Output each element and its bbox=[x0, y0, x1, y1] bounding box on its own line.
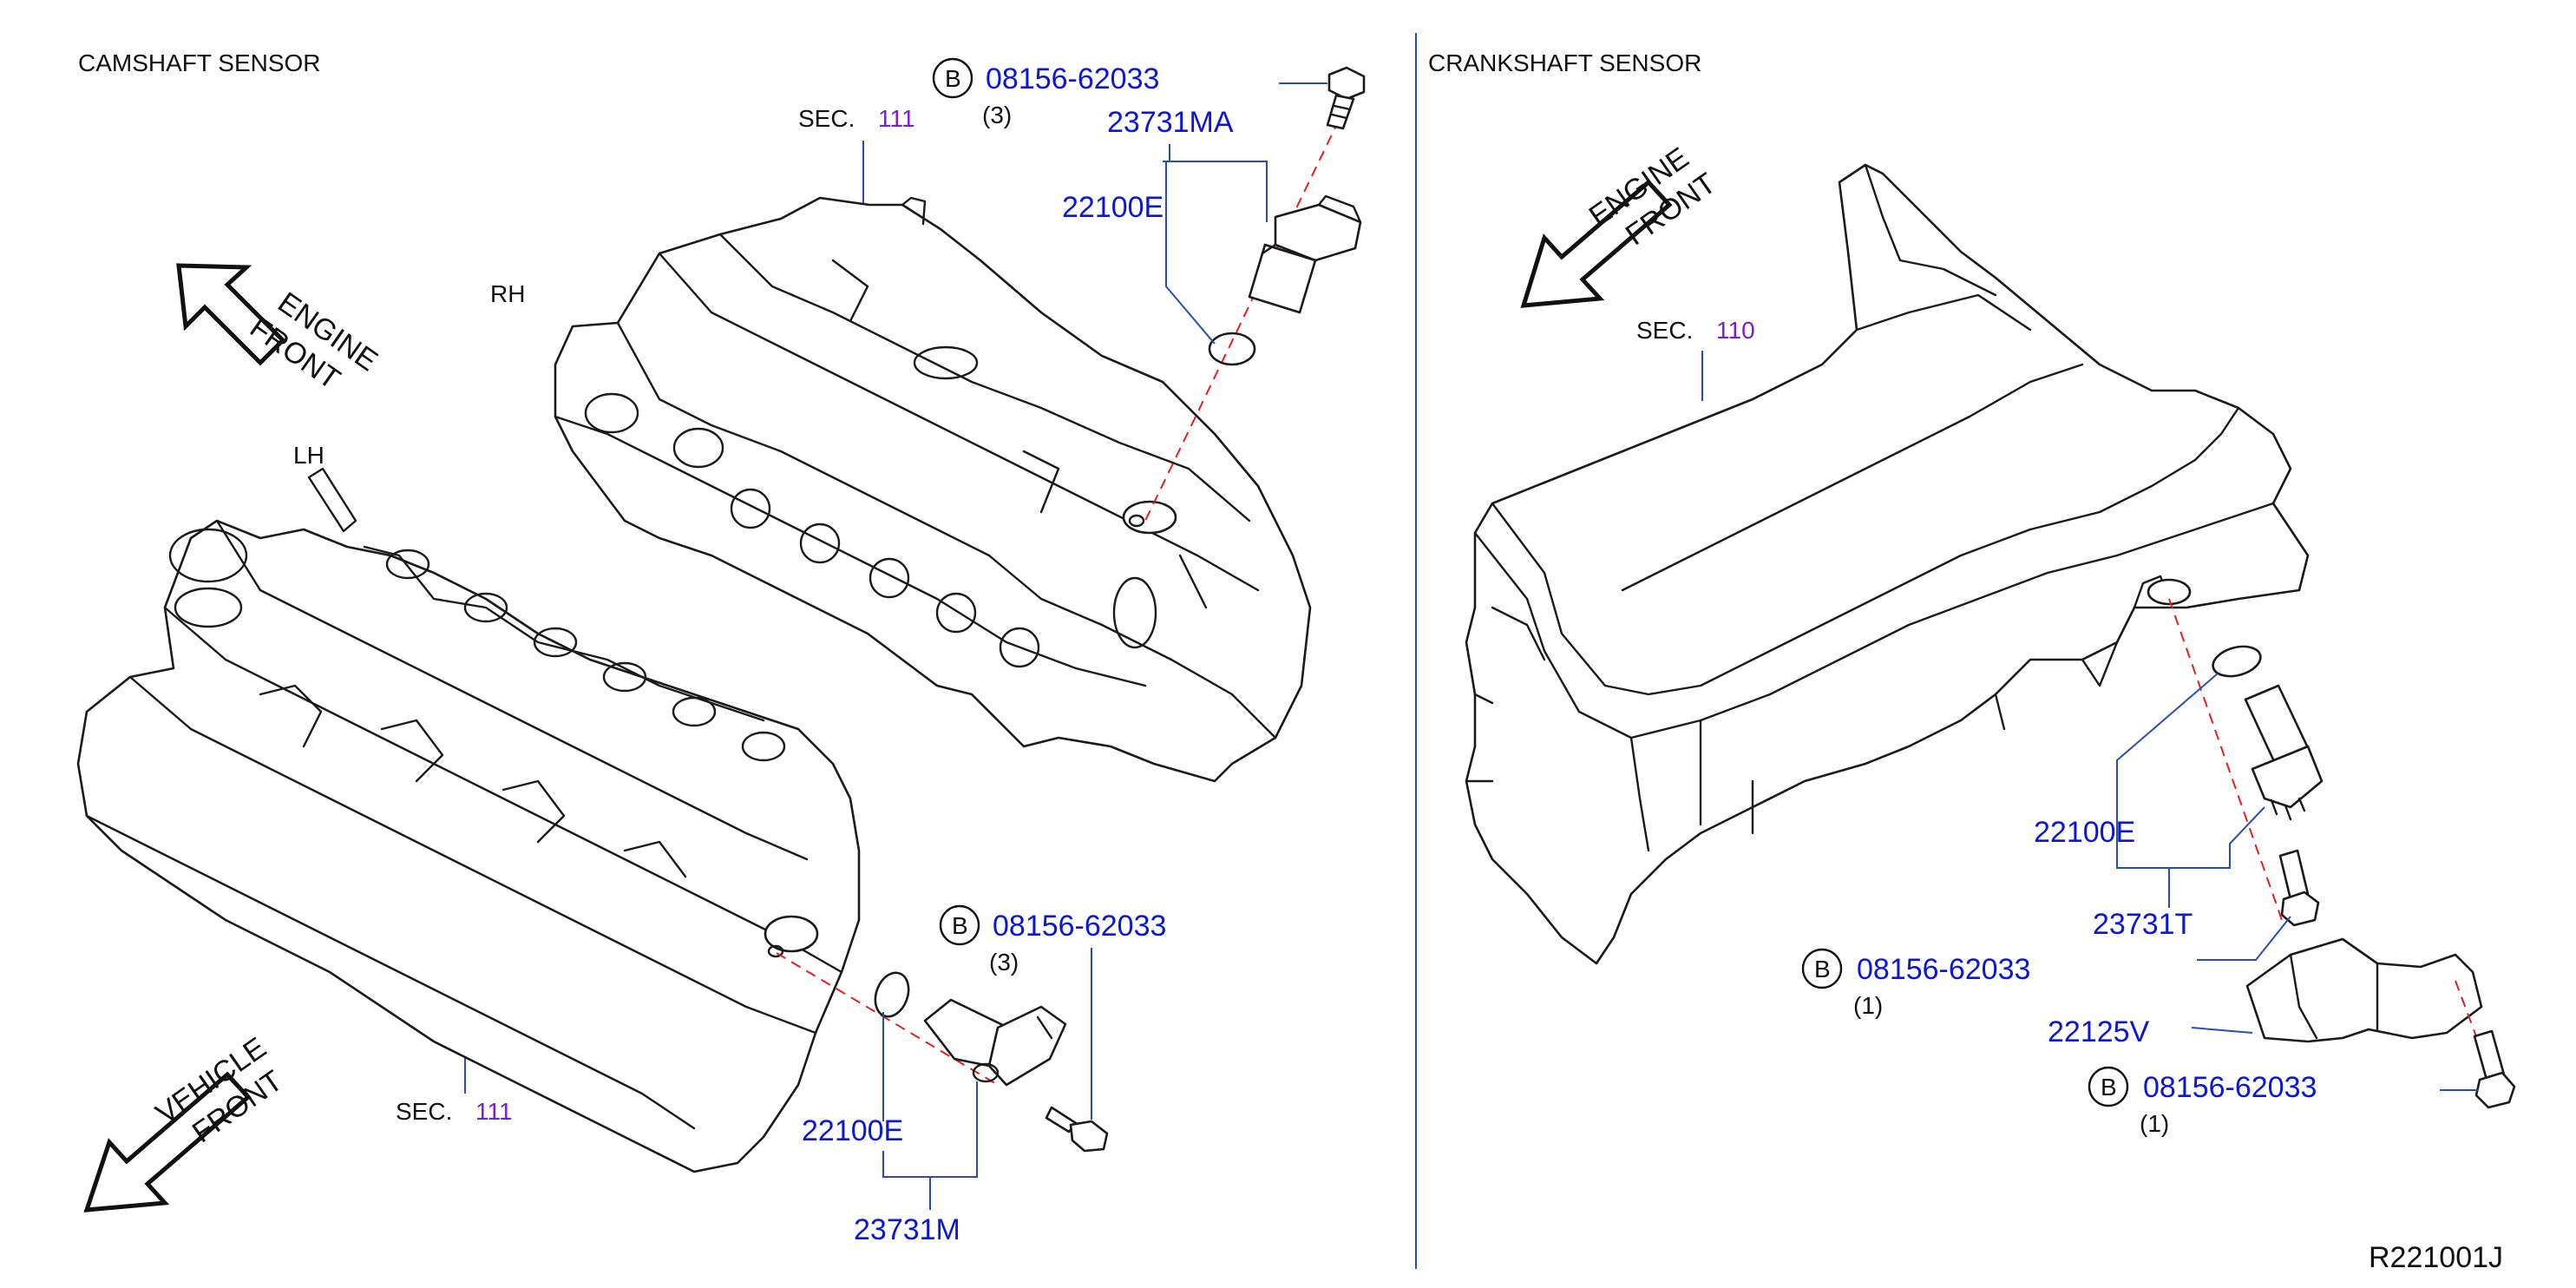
lh-cylinder-head bbox=[76, 467, 861, 1173]
crank-bolt2-callout: B 08156-62033 (1) bbox=[2088, 1066, 2478, 1137]
rh-sensor-assy-callout: 23731MA bbox=[1107, 106, 1268, 222]
rh-centerline bbox=[1144, 103, 1347, 522]
crank-sensor-part-number: 23731T bbox=[2093, 908, 2193, 941]
svg-text:B: B bbox=[952, 912, 968, 939]
lh-bolt-callout: B 08156-62033 (3) bbox=[939, 904, 1166, 1120]
svg-text:111: 111 bbox=[475, 1098, 513, 1125]
crank-sensor-boss bbox=[2147, 578, 2192, 606]
rh-sensor-part-number: 23731MA bbox=[1107, 106, 1234, 139]
crankshaft-title: CRANKSHAFT SENSOR bbox=[1428, 49, 1701, 76]
svg-text:111: 111 bbox=[878, 105, 915, 132]
oil-pan bbox=[1465, 163, 2310, 965]
bracket-bolt bbox=[2473, 1029, 2516, 1109]
rh-oring bbox=[1208, 332, 1256, 366]
crank-bolt2-part-number: 08156-62033 bbox=[2143, 1071, 2317, 1104]
lh-camshaft-sensor bbox=[923, 998, 1067, 1087]
rh-cylinder-head bbox=[554, 196, 1312, 783]
svg-text:SEC.: SEC. bbox=[396, 1098, 452, 1125]
crank-oring bbox=[2212, 645, 2262, 678]
svg-text:B: B bbox=[2101, 1074, 2117, 1101]
sec-111-bottom-label: SEC. 111 bbox=[396, 1035, 513, 1125]
svg-text:SEC.: SEC. bbox=[1636, 317, 1693, 344]
lh-sensor-assy-callout: 23731M bbox=[854, 1081, 978, 1246]
crank-centerline bbox=[2168, 598, 2283, 921]
sec-111-top-label: SEC. 111 bbox=[798, 105, 915, 205]
rh-bolt-part-number: 08156-62033 bbox=[986, 62, 1159, 95]
vehicle-front-arrow-icon: VEHICLE FRONT bbox=[83, 1031, 289, 1212]
lh-centerline bbox=[776, 952, 999, 1086]
crankshaft-sensor bbox=[2244, 684, 2324, 821]
crank-bracket-callout: 22125V bbox=[2048, 1015, 2253, 1048]
crank-bolt1-part-number: 08156-62033 bbox=[1857, 953, 2030, 986]
crank-bracket bbox=[2245, 937, 2483, 1043]
rh-bolt-qty: (3) bbox=[982, 102, 1012, 128]
rh-camshaft-sensor bbox=[1248, 194, 1362, 314]
crank-bolt2-qty: (1) bbox=[2140, 1110, 2169, 1137]
svg-text:SEC.: SEC. bbox=[798, 105, 855, 132]
rh-bolt-callout: B 08156-62033 (3) bbox=[932, 57, 1327, 128]
crank-sensor-bolt bbox=[2278, 849, 2320, 927]
lh-oring bbox=[874, 971, 910, 1018]
rh-oring-callout: 22100E bbox=[1062, 161, 1216, 345]
lh-sensor-part-number: 23731M bbox=[854, 1213, 960, 1246]
lh-oring-callout: 22100E bbox=[802, 1012, 903, 1147]
rh-bolt bbox=[1326, 66, 1366, 130]
crank-sensor-assy-callout: 23731T bbox=[2093, 806, 2265, 941]
crank-bolt1-qty: (1) bbox=[1853, 992, 1883, 1019]
svg-text:B: B bbox=[945, 65, 961, 92]
figure-code: R221001J bbox=[2369, 1241, 2503, 1274]
rh-oring-part-number: 22100E bbox=[1062, 191, 1163, 224]
crank-engine-front-arrow-icon: ENGINE FRONT bbox=[1520, 141, 1722, 308]
svg-text:B: B bbox=[1814, 956, 1831, 982]
lh-bolt bbox=[1045, 1106, 1109, 1153]
lh-sensor-hole bbox=[764, 915, 819, 953]
svg-text:110: 110 bbox=[1716, 317, 1755, 344]
label-rh: RH bbox=[490, 280, 525, 307]
lh-oring-part-number: 22100E bbox=[802, 1114, 903, 1147]
crank-oring-callout: 22100E bbox=[2034, 673, 2219, 854]
crank-oring-part-number: 22100E bbox=[2034, 816, 2135, 849]
label-lh: LH bbox=[293, 442, 324, 469]
sec-110-label: SEC. 110 bbox=[1636, 317, 1755, 401]
camshaft-title: CAMSHAFT SENSOR bbox=[78, 49, 321, 76]
lh-bolt-part-number: 08156-62033 bbox=[993, 910, 1166, 943]
engine-front-arrow-icon: ENGINE FRONT bbox=[176, 263, 383, 396]
crank-bolt1-callout: B 08156-62033 (1) bbox=[1801, 916, 2291, 1019]
bracket-part-number: 22125V bbox=[2048, 1015, 2150, 1048]
lh-bolt-qty: (3) bbox=[989, 949, 1019, 976]
